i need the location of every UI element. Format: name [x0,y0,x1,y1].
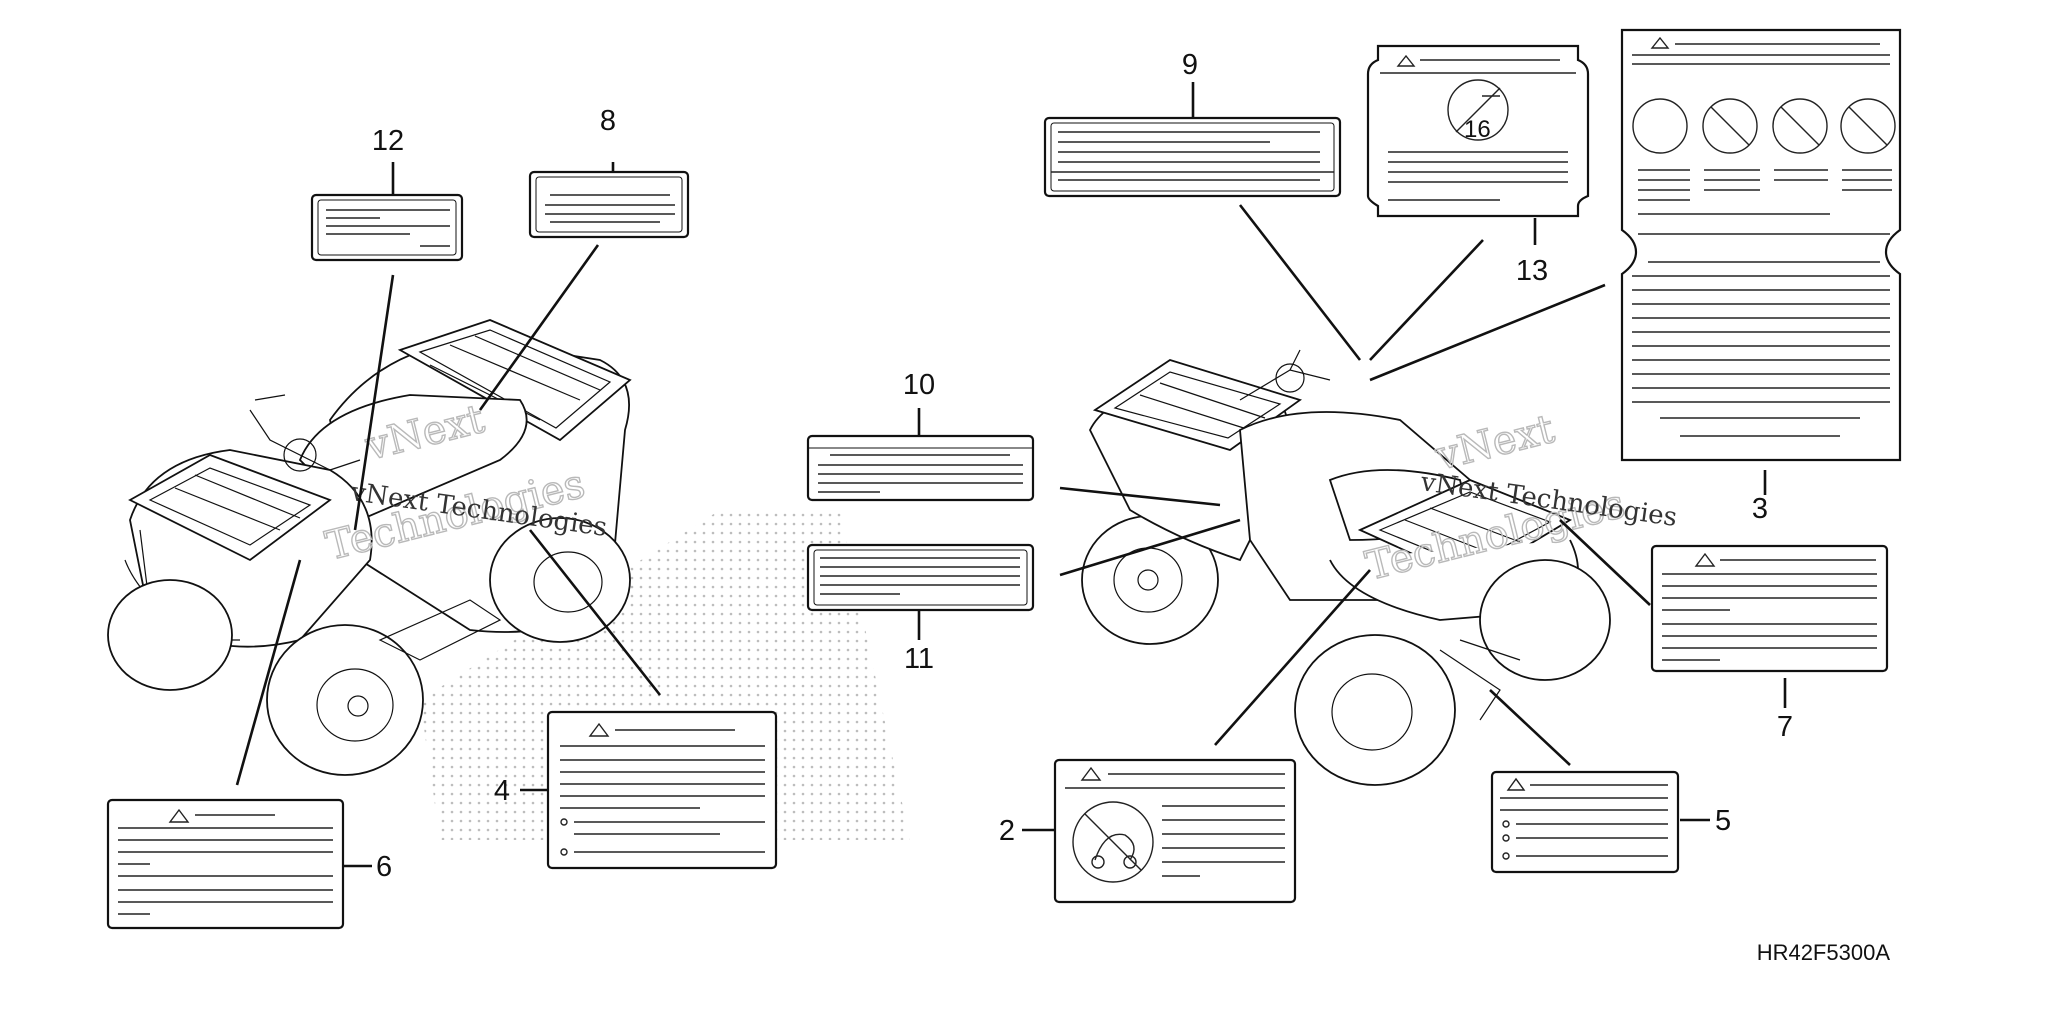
callout-5: 5 [1715,805,1731,837]
label-3-sticker[interactable] [1620,28,1902,462]
leader-lines [235,82,1787,868]
callout-11: 11 [904,643,934,675]
callout-6: 6 [376,851,392,883]
label-11-sticker[interactable] [806,543,1035,612]
callout-7: 7 [1777,711,1793,743]
label-12-sticker[interactable] [310,193,464,262]
prohibition-icon-3 [1840,98,1896,154]
callout-10: 10 [903,369,935,401]
callout-12: 12 [372,125,404,157]
callout-numbers: 2 3 4 5 6 7 8 9 10 11 12 13 [372,49,1793,883]
label-4-sticker[interactable] [546,710,778,870]
label-8-sticker[interactable] [528,170,690,239]
callout-3: 3 [1752,493,1768,525]
label-13-sticker[interactable]: 16 [1366,44,1590,218]
prohibition-icon-1 [1702,98,1758,154]
age-limit-text: 16 [1464,116,1491,143]
watermark-line1: vNext [1430,406,1558,480]
warning-icon-1 [1632,98,1688,154]
label-2-sticker[interactable] [1053,758,1297,904]
label-10-sticker[interactable] [806,434,1035,502]
label-6-sticker[interactable] [106,798,345,930]
label-9-sticker[interactable] [1043,116,1342,198]
diagram-code: HR42F5300A [1757,940,1891,965]
callout-8: 8 [600,105,616,137]
callout-4: 4 [494,775,510,807]
watermark-stipple [420,510,910,840]
age-restriction-icon [1447,79,1509,141]
atv-right [1081,349,1611,786]
label-7-sticker[interactable] [1650,544,1889,673]
no-passenger-icon [1072,801,1154,883]
prohibition-icon-2 [1772,98,1828,154]
label-5-sticker[interactable] [1490,770,1680,874]
callout-2: 2 [999,815,1015,847]
callout-9: 9 [1182,49,1198,81]
callout-13: 13 [1516,255,1548,287]
